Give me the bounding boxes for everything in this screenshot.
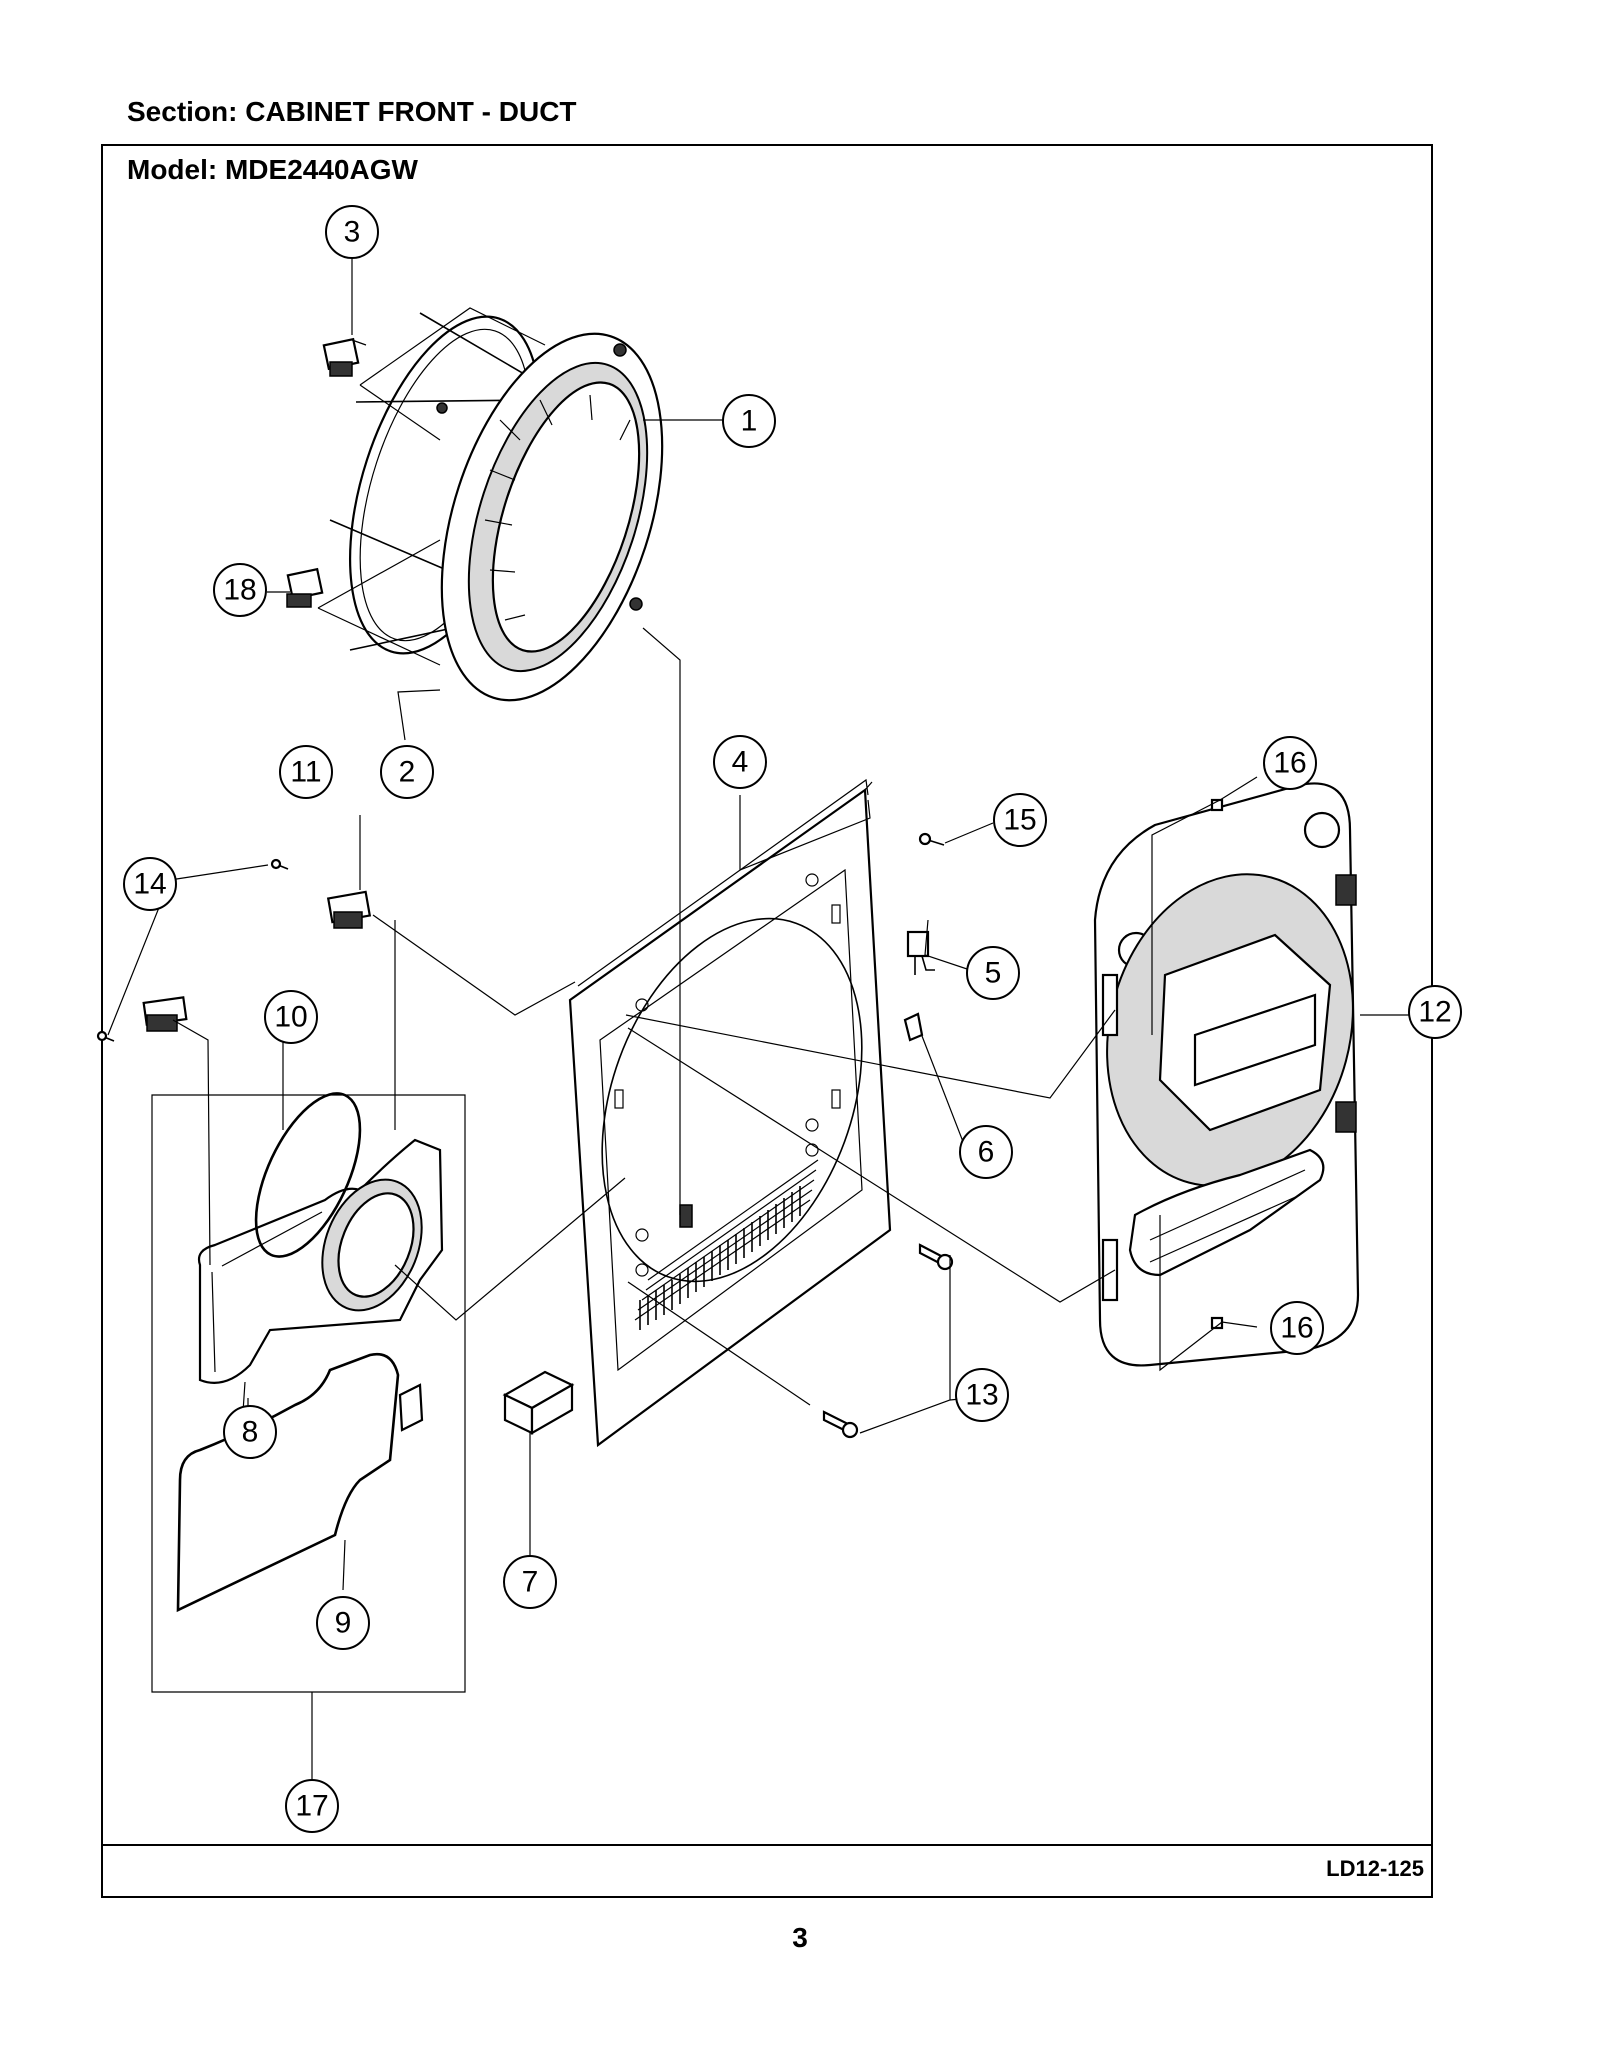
svg-text:11: 11 — [290, 756, 321, 789]
callout-12: 12 — [1408, 985, 1462, 1039]
callout-4: 4 — [713, 735, 767, 789]
svg-text:2: 2 — [399, 756, 416, 789]
duct-assembly — [176, 1092, 444, 1613]
page-number: 3 — [792, 1922, 808, 1953]
callout-8: 8 — [223, 1405, 277, 1459]
svg-text:17: 17 — [295, 1790, 328, 1823]
callout-14: 14 — [123, 857, 177, 911]
svg-text:7: 7 — [522, 1566, 539, 1599]
svg-text:6: 6 — [978, 1136, 995, 1169]
footer-divider — [101, 1844, 1433, 1846]
callout-1: 1 — [722, 394, 776, 448]
callout-16-top: 16 — [1263, 736, 1317, 790]
callout-5: 5 — [966, 946, 1020, 1000]
callout-15: 15 — [993, 793, 1047, 847]
svg-text:3: 3 — [344, 216, 361, 249]
plug-part-6 — [903, 1012, 924, 1042]
callout-17: 17 — [285, 1779, 339, 1833]
callout-6: 6 — [959, 1125, 1013, 1179]
callout-9: 9 — [316, 1596, 370, 1650]
duct-cover-panel — [1093, 782, 1360, 1367]
svg-text:1: 1 — [741, 405, 758, 438]
svg-text:14: 14 — [133, 868, 166, 901]
clip-18 — [286, 567, 324, 608]
svg-text:18: 18 — [223, 574, 256, 607]
callout-3: 3 — [325, 205, 379, 259]
svg-text:15: 15 — [1003, 804, 1036, 837]
callout-16-bottom: 16 — [1270, 1301, 1324, 1355]
callout-11: 11 — [279, 745, 333, 799]
clip-14-lower — [142, 996, 188, 1032]
svg-text:4: 4 — [732, 746, 749, 779]
switch-part-5 — [906, 930, 935, 975]
screw-16 — [1210, 798, 1224, 1330]
svg-text:9: 9 — [335, 1607, 352, 1640]
svg-text:12: 12 — [1418, 996, 1451, 1029]
svg-text:16: 16 — [1273, 747, 1306, 780]
clip-11 — [326, 890, 372, 929]
cabinet-front-panel — [568, 778, 892, 1448]
screw-14 — [96, 858, 289, 1042]
screw-15 — [918, 832, 945, 846]
screw-13 — [822, 1243, 954, 1439]
callout-18: 18 — [213, 563, 267, 617]
callout-13: 13 — [955, 1368, 1009, 1422]
foam-block — [502, 1370, 575, 1435]
svg-text:13: 13 — [965, 1379, 998, 1412]
model-label: Model: MDE2440AGW — [127, 154, 418, 185]
callout-2: 2 — [380, 745, 434, 799]
drawing-id: LD12-125 — [1326, 1856, 1424, 1881]
svg-text:5: 5 — [985, 957, 1002, 990]
callout-10: 10 — [264, 990, 318, 1044]
svg-text:10: 10 — [274, 1001, 307, 1034]
panel-vent-slots — [639, 1186, 801, 1330]
svg-text:8: 8 — [242, 1416, 259, 1449]
section-title: Section: CABINET FRONT - DUCT — [127, 96, 577, 127]
clip-3 — [322, 337, 360, 377]
svg-text:16: 16 — [1280, 1312, 1313, 1345]
callout-7: 7 — [503, 1555, 557, 1609]
drum-bearing-ring — [329, 312, 664, 702]
